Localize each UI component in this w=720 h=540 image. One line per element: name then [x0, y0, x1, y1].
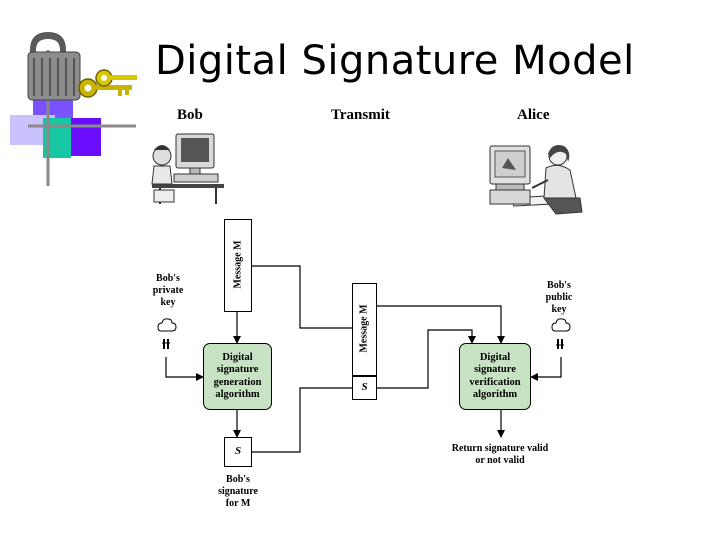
signature-generation-algorithm: Digital signature generation algorithm — [203, 343, 272, 410]
signature-output-box — [224, 437, 252, 467]
transmitted-signature-box — [352, 376, 377, 400]
transmitted-signature-symbol: S — [361, 381, 368, 393]
slide-title: Digital Signature Model — [155, 38, 635, 84]
bob-header: Bob — [177, 107, 203, 123]
private-key-icon — [157, 317, 177, 357]
transmit-header: Transmit — [331, 107, 390, 123]
signature-verification-algorithm: Digital signature verification algorithm — [459, 343, 531, 410]
message-label-bob: Message M — [232, 240, 244, 289]
private-key-label: Bob's private key — [152, 273, 184, 308]
message-box-bob — [224, 219, 252, 312]
bob-signature-label: Bob's signature for M — [218, 474, 258, 509]
bob-computer-illustration — [150, 128, 230, 208]
transmitted-message-label: Message M — [358, 304, 370, 353]
signature-output-symbol: S — [234, 445, 242, 457]
public-key-icon — [551, 317, 571, 357]
alice-header: Alice — [517, 107, 550, 123]
transmitted-message-box — [352, 283, 377, 376]
alice-computer-illustration — [486, 140, 586, 218]
verification-result-label: Return signature valid or not valid — [451, 443, 549, 466]
lock-logo-decoration — [8, 30, 148, 190]
public-key-label: Bob's public key — [545, 280, 573, 315]
